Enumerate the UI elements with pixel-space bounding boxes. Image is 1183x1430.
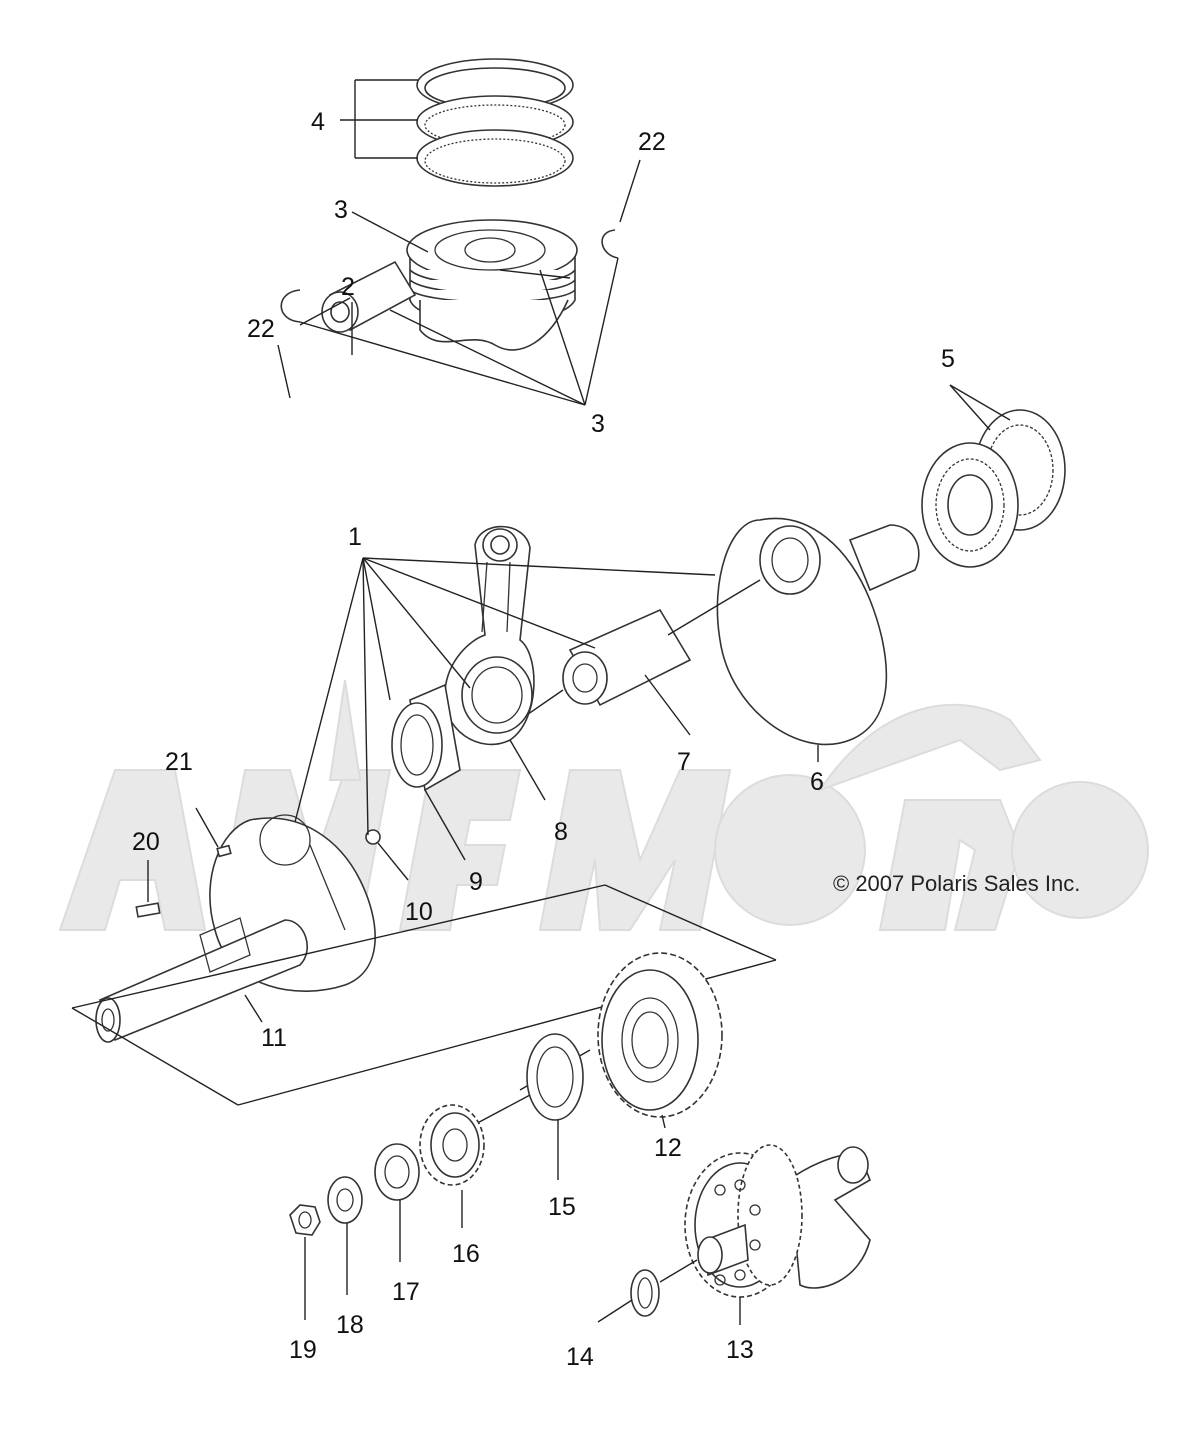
slotted-nut [374, 1143, 420, 1262]
washer [327, 1176, 363, 1295]
label-22-top: 22 [638, 128, 666, 156]
label-20: 20 [132, 828, 160, 856]
shim-washer [597, 1269, 660, 1323]
crank-gear [519, 952, 723, 1129]
connecting-rod [443, 525, 546, 801]
label-1: 1 [348, 523, 362, 551]
label-9: 9 [469, 868, 483, 896]
label-10: 10 [405, 898, 433, 926]
label-17: 17 [392, 1278, 420, 1306]
hex-nut [289, 1204, 321, 1320]
label-7: 7 [677, 748, 691, 776]
keys [135, 807, 232, 918]
label-12: 12 [654, 1134, 682, 1162]
label-16: 16 [452, 1240, 480, 1268]
label-2: 2 [341, 273, 355, 301]
label-11: 11 [261, 1024, 287, 1052]
label-13: 13 [726, 1336, 754, 1364]
thrust-washer [454, 1033, 584, 1180]
watermark [58, 679, 1149, 931]
label-3-bottom: 3 [591, 410, 605, 438]
sprocket [419, 1104, 485, 1228]
main-bearings [921, 384, 1066, 568]
balance-shaft [659, 1144, 872, 1325]
ball [365, 829, 409, 881]
needle-bearing [391, 683, 466, 861]
crank-pin [504, 579, 761, 736]
callout-labels: 4 22 3 2 22 3 5 1 7 6 8 21 9 20 10 11 12… [132, 108, 955, 1371]
circlips [277, 159, 641, 406]
label-21: 21 [165, 748, 193, 776]
label-8: 8 [554, 818, 568, 846]
label-5: 5 [941, 345, 955, 373]
label-6: 6 [810, 768, 824, 796]
piston-pin [299, 260, 586, 406]
crank-half-right [716, 517, 920, 762]
label-15: 15 [548, 1193, 576, 1221]
label-22-left: 22 [247, 315, 275, 343]
assembly-1-lines [294, 557, 716, 836]
copyright-text: © 2007 Polaris Sales Inc. [833, 871, 1080, 896]
label-3-top: 3 [334, 196, 348, 224]
label-18: 18 [336, 1311, 364, 1339]
piston-rings [340, 58, 574, 187]
label-4: 4 [311, 108, 325, 136]
label-14: 14 [566, 1343, 594, 1371]
label-19: 19 [289, 1336, 317, 1364]
